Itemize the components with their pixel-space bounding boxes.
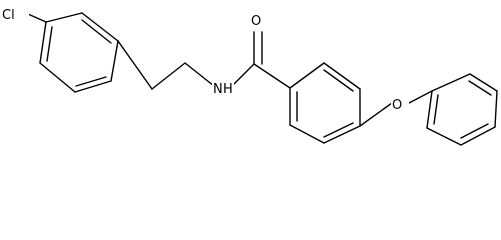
- ring2-double-bond: [323, 122, 354, 138]
- ring3-double-bond: [433, 94, 439, 125]
- chemical-structure: Cl N H O O: [2, 8, 498, 146]
- phenoxy-ring: [426, 73, 498, 146]
- ethyl-bond-3: [184, 62, 215, 87]
- ring1-bond: [110, 40, 119, 82]
- ring3-bond: [460, 126, 496, 146]
- ring3-bond: [426, 90, 433, 129]
- amide-n-c-bond: [231, 63, 255, 87]
- ring2-bond: [253, 63, 291, 89]
- ethyl-bond-2: [151, 62, 186, 90]
- nitrogen-atom-label: N: [213, 82, 223, 97]
- ring1-double-bond: [81, 19, 112, 44]
- ring2-bond: [289, 124, 325, 144]
- carbonyl-oxygen-label: O: [251, 14, 261, 29]
- ether-oxygen-label: O: [392, 98, 402, 113]
- chlorine-atom-label: Cl: [2, 8, 15, 23]
- ring1-bond: [39, 21, 47, 64]
- ether-bond-2: [408, 90, 433, 104]
- ring3-double-bond: [468, 80, 492, 96]
- ring3-bond: [494, 90, 498, 128]
- benzamide-ring: [253, 62, 361, 144]
- ring1-bond: [39, 62, 76, 93]
- ring3-bond: [431, 73, 471, 92]
- structure-canvas: Cl N H O O: [2, 8, 498, 146]
- ether-bond-1: [359, 102, 393, 127]
- ring1-bond: [74, 80, 112, 93]
- ring2-double-bond: [323, 69, 354, 92]
- ring1-bond: [81, 12, 119, 42]
- ring1-bond: [45, 12, 83, 23]
- ethyl-bond-1: [117, 40, 153, 90]
- ring1-double-bond: [75, 76, 107, 87]
- ring3-double-bond: [460, 123, 489, 139]
- chlorophenyl-ring: [39, 12, 119, 93]
- ring3-bond: [426, 127, 462, 146]
- chlorine-bond: [27, 13, 47, 23]
- ring2-bond: [323, 62, 361, 90]
- ring2-bond: [289, 62, 325, 89]
- ring3-bond: [469, 73, 498, 92]
- ring2-bond: [323, 125, 361, 144]
- hydrogen-atom-label: H: [223, 82, 233, 97]
- ring1-double-bond: [46, 26, 53, 62]
